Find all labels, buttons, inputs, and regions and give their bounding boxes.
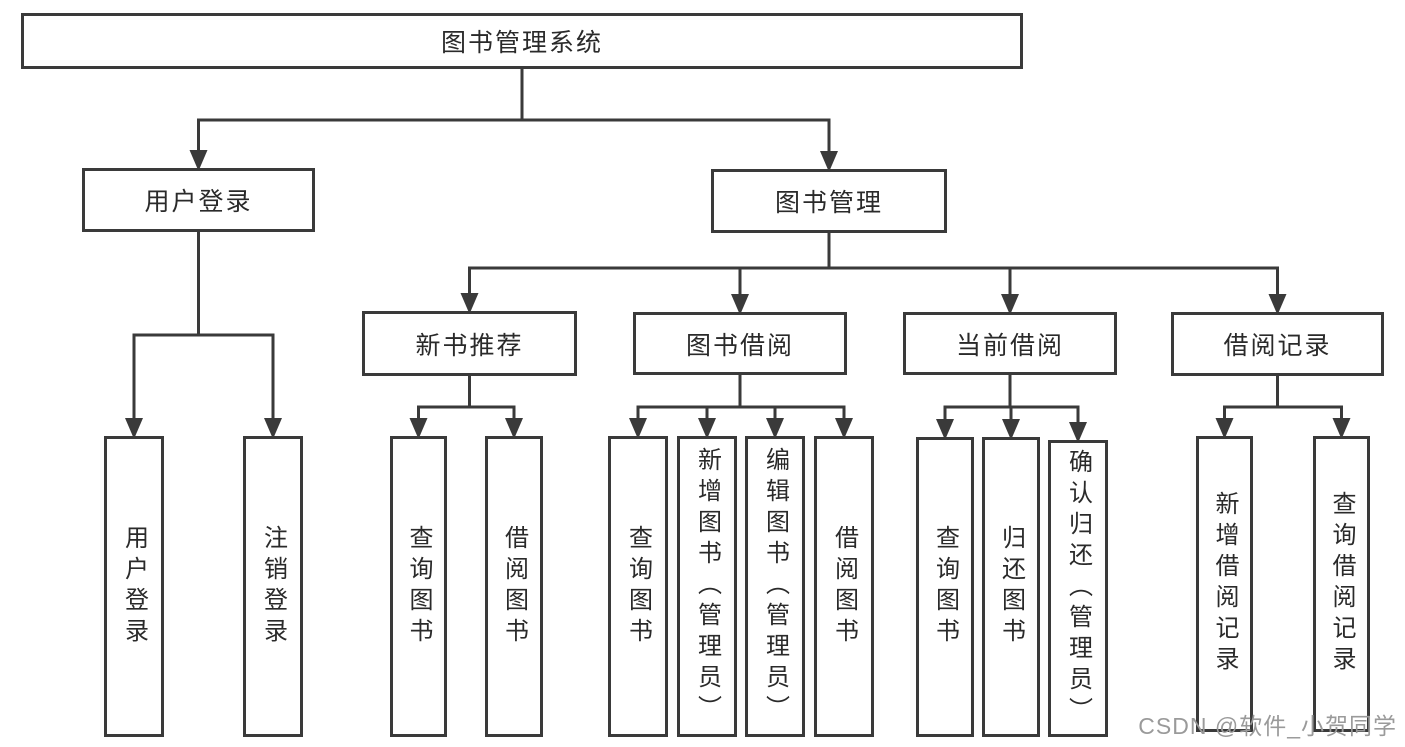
node-leaf-rec-query: 查询借阅记录	[1313, 436, 1370, 732]
node-login: 用户登录	[82, 168, 315, 232]
node-label-leaf-bw-add: 新增图书（管理员）	[693, 447, 721, 726]
node-label-current: 当前借阅	[955, 331, 1064, 360]
node-leaf-user-login: 用户登录	[104, 436, 164, 737]
node-label-leaf-nb-borrow: 借阅图书	[500, 524, 528, 649]
node-current: 当前借阅	[903, 312, 1117, 375]
node-label-leaf-user-login: 用户登录	[120, 524, 148, 649]
node-leaf-nb-query: 查询图书	[390, 436, 447, 737]
node-leaf-bw-query: 查询图书	[608, 436, 668, 737]
node-leaf-bw-edit: 编辑图书（管理员）	[745, 436, 805, 737]
node-label-leaf-bw-query: 查询图书	[624, 524, 652, 649]
node-label-leaf-rec-query: 查询借阅记录	[1328, 491, 1355, 677]
node-leaf-cur-query: 查询图书	[916, 437, 974, 737]
node-label-leaf-cur-return: 归还图书	[997, 525, 1025, 649]
node-leaf-bw-borrow: 借阅图书	[814, 436, 874, 737]
node-label-login: 用户登录	[144, 188, 253, 216]
node-label-leaf-bw-edit: 编辑图书（管理员）	[761, 447, 789, 726]
watermark: CSDN @软件_小贺同学	[1138, 713, 1397, 739]
node-leaf-cur-confirm: 确认归还（管理员）	[1048, 440, 1108, 737]
node-records: 借阅记录	[1171, 312, 1384, 376]
node-label-leaf-nb-query: 查询图书	[405, 524, 432, 649]
node-label-leaf-bw-borrow: 借阅图书	[830, 524, 858, 649]
node-label-leaf-rec-add: 新增借阅记录	[1211, 491, 1238, 677]
node-leaf-bw-add: 新增图书（管理员）	[677, 436, 737, 737]
node-label-newbook: 新书推荐	[415, 331, 524, 360]
node-borrow: 图书借阅	[633, 312, 847, 375]
node-label-root: 图书管理系统	[440, 29, 603, 57]
node-leaf-logout: 注销登录	[243, 436, 303, 737]
node-label-leaf-cur-query: 查询图书	[931, 525, 959, 649]
node-newbook: 新书推荐	[362, 311, 577, 376]
node-root: 图书管理系统	[21, 13, 1023, 69]
node-label-borrow: 图书借阅	[685, 331, 794, 360]
node-leaf-nb-borrow: 借阅图书	[485, 436, 543, 737]
node-leaf-rec-add: 新增借阅记录	[1196, 436, 1253, 732]
node-label-records: 借阅记录	[1223, 332, 1332, 360]
node-label-leaf-cur-confirm: 确认归还（管理员）	[1064, 449, 1092, 728]
node-mgmt: 图书管理	[711, 169, 947, 233]
node-label-mgmt: 图书管理	[774, 189, 883, 217]
node-leaf-cur-return: 归还图书	[982, 437, 1040, 737]
node-label-leaf-logout: 注销登录	[259, 524, 287, 649]
